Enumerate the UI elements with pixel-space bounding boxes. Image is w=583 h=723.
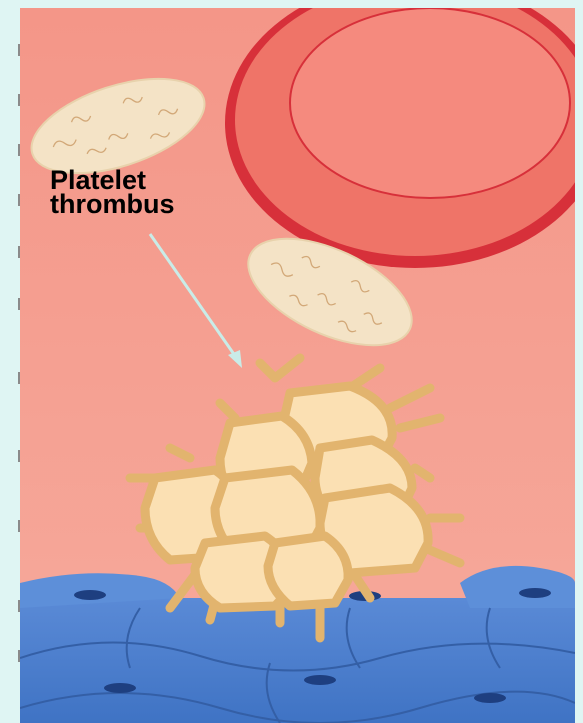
endothelial-cell-icon <box>74 590 106 600</box>
endothelial-cell-icon <box>104 683 136 693</box>
platelet-thrombus-label: Platelet thrombus <box>50 168 175 216</box>
activated-platelet-icon <box>268 536 348 606</box>
endothelial-cell-icon <box>304 675 336 685</box>
diagram-panel: Platelet thrombus <box>20 8 575 723</box>
endothelial-cell-icon <box>519 588 551 598</box>
label-line-2: thrombus <box>50 192 175 216</box>
thrombus-illustration <box>20 8 575 723</box>
endothelial-cell-icon <box>474 693 506 703</box>
